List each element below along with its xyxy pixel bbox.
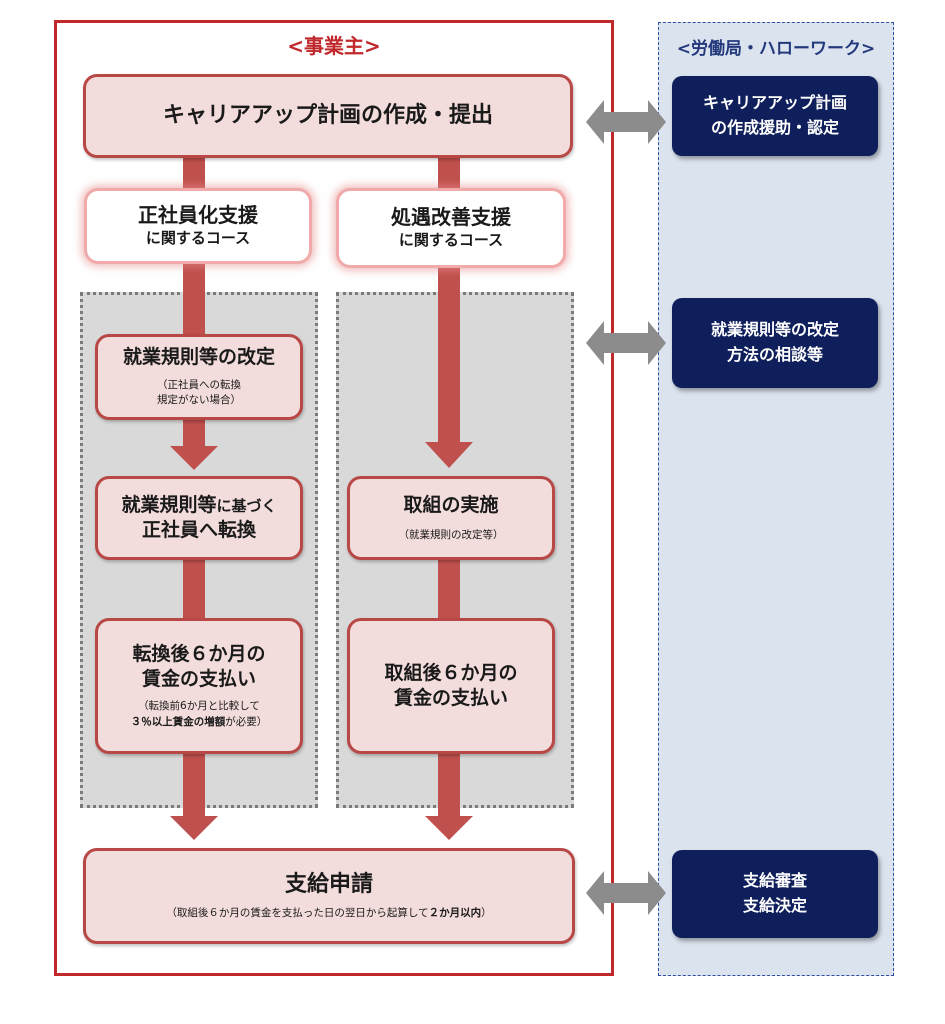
arrow-shaft-left-1 (183, 158, 205, 190)
wage-increase-requirement-rest: が必要） (225, 715, 268, 728)
rules-revision-step: 就業規則等の改定 （正社員への転換 規定がない場合） (95, 334, 303, 420)
application-note-main: （取組後６か月の賃金を支払った日の翌日から起算して (166, 906, 429, 919)
bureau-panel (658, 22, 894, 976)
wage-after-conversion-note: （転換前6か月と比較して ３％以上賃金の増額が必要） (131, 699, 268, 729)
arrow-shaft-left-4 (183, 560, 205, 620)
plan-support-line1: キャリアアップ計画 (702, 93, 847, 113)
double-arrow-application (586, 871, 666, 915)
conversion-title-b: に基づく (216, 497, 277, 516)
course-regular: 正社員化支援 に関するコース (84, 188, 312, 264)
rules-revision-title: 就業規則等の改定 (122, 346, 275, 369)
arrow-head-right-1 (425, 442, 473, 468)
double-arrow-plan (586, 100, 666, 144)
arrow-head-right-2 (425, 816, 473, 840)
arrow-shaft-right-1 (438, 158, 460, 190)
course-treatment-line2: に関するコース (398, 231, 504, 250)
bureau-title: <労働局・ハローワーク> (676, 39, 876, 59)
plan-step-label: キャリアアップ計画の作成・提出 (162, 102, 493, 128)
double-arrow-consultation (586, 321, 666, 365)
arrow-shaft-left-2 (183, 262, 205, 336)
consultation-box: 就業規則等の改定 方法の相談等 (672, 298, 878, 388)
wage-increase-requirement: ３％以上賃金の増額 (130, 715, 226, 728)
plan-support-line2: の作成援助・認定 (710, 118, 839, 137)
arrow-shaft-left-3 (183, 418, 205, 446)
consultation-line1: 就業規則等の改定 (710, 320, 839, 340)
arrow-head-left-1 (170, 446, 218, 470)
application-step: 支給申請 （取組後６か月の賃金を支払った日の翌日から起算して２か月以内） (83, 848, 575, 944)
plan-step: キャリアアップ計画の作成・提出 (83, 74, 573, 158)
conversion-title-a: 就業規則等 (121, 494, 217, 517)
plan-support-box: キャリアアップ計画 の作成援助・認定 (672, 76, 878, 156)
decision-line1: 支給審査 (742, 871, 807, 891)
wage-after-initiative-line1: 取組後６か月の (384, 662, 518, 685)
arrow-shaft-right-4 (438, 754, 460, 816)
course-treatment: 処遇改善支援 に関するコース (336, 188, 566, 268)
wage-after-conversion-line2: 賃金の支払い (141, 667, 256, 690)
application-note-end: ） (481, 906, 492, 919)
wage-after-conversion-note-line1: （転換前6か月と比較して (138, 700, 260, 713)
wage-after-initiative-line2: 賃金の支払い (393, 687, 508, 709)
rules-revision-note: （正社員への転換 規定がない場合） (157, 378, 241, 408)
rules-revision-note-line1: （正社員への転換 (157, 379, 241, 392)
course-regular-line1: 正社員化支援 (138, 203, 258, 228)
conversion-line2: 正社員へ転換 (141, 519, 256, 541)
conversion-step: 就業規則等に基づく 正社員へ転換 (95, 476, 303, 560)
arrow-shaft-left-5 (183, 754, 205, 816)
arrow-head-left-2 (170, 816, 218, 840)
conversion-line1: 就業規則等に基づく (121, 493, 276, 518)
application-note: （取組後６か月の賃金を支払った日の翌日から起算して２か月以内） (166, 906, 491, 921)
application-deadline: ２か月以内 (428, 906, 482, 919)
wage-after-conversion-step: 転換後６か月の 賃金の支払い （転換前6か月と比較して ３％以上賃金の増額が必要… (95, 618, 303, 754)
implementation-title: 取組の実施 (403, 494, 499, 517)
course-regular-line2: に関するコース (145, 229, 251, 248)
decision-line2: 支給決定 (742, 896, 807, 915)
wage-after-conversion-line1: 転換後６か月の (132, 643, 266, 666)
rules-revision-note-line2: 規定がない場合） (157, 394, 241, 407)
application-title: 支給申請 (284, 872, 373, 898)
wage-after-conversion-note-line2: ３％以上賃金の増額が必要） (131, 715, 268, 730)
employer-title: <事業主> (287, 34, 381, 58)
arrow-shaft-right-2 (438, 268, 460, 442)
wage-after-initiative-step: 取組後６か月の 賃金の支払い (347, 618, 555, 754)
arrow-shaft-right-3 (438, 560, 460, 620)
decision-box: 支給審査 支給決定 (672, 850, 878, 938)
implementation-step: 取組の実施 （就業規則の改定等） (347, 476, 555, 560)
consultation-line2: 方法の相談等 (726, 345, 823, 364)
course-treatment-line1: 処遇改善支援 (391, 205, 511, 230)
implementation-note: （就業規則の改定等） (398, 528, 504, 541)
